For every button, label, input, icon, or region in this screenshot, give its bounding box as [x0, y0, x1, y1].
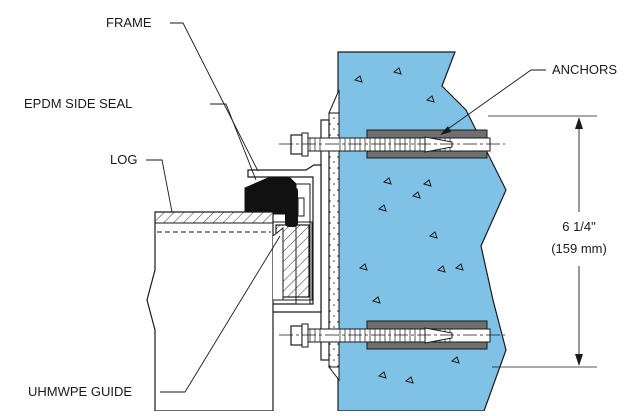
- leader-frame: [170, 22, 259, 172]
- aggregate-marks: [353, 67, 464, 384]
- dimension-imperial: 6 1/4": [562, 219, 596, 234]
- leader-anchors-arrow: [440, 126, 451, 135]
- anchor-bottom-nut: [290, 325, 303, 346]
- leader-log: [146, 159, 173, 213]
- leader-epdm-seal: [210, 103, 257, 181]
- seal-bolt-head: [285, 187, 298, 227]
- log-end-detail: [272, 226, 284, 301]
- anchor-bottom-wedge: [424, 327, 453, 344]
- anchor-top-wedge: [424, 136, 453, 153]
- dim-arrow-top: [575, 117, 583, 129]
- anchor-top-washer: [301, 132, 309, 157]
- leader-anchors: [444, 69, 546, 132]
- dimension-anchor-spacing: 6 1/4" (159 mm): [488, 115, 607, 368]
- log-top-plate: [154, 211, 274, 224]
- log-beam: [146, 211, 274, 412]
- dimension-metric: (159 mm): [551, 241, 607, 256]
- label-anchors: ANCHORS: [552, 62, 617, 77]
- label-epdm-side-seal: EPDM SIDE SEAL: [24, 96, 132, 111]
- leader-uhmwpe-guide: [160, 235, 281, 393]
- anchor-bottom-washer: [301, 323, 309, 348]
- seal-bolt-shank: [297, 197, 305, 217]
- plate-bevel-bottom: [327, 366, 340, 382]
- plate-bevel-top: [328, 89, 340, 114]
- label-log: LOG: [110, 152, 137, 167]
- anchor-top-nut: [290, 134, 303, 155]
- mounting-plate: [320, 119, 330, 361]
- dim-arrow-bottom: [575, 354, 583, 366]
- label-uhmwpe-guide: UHMWPE GUIDE: [28, 384, 132, 399]
- label-frame: FRAME: [106, 15, 152, 30]
